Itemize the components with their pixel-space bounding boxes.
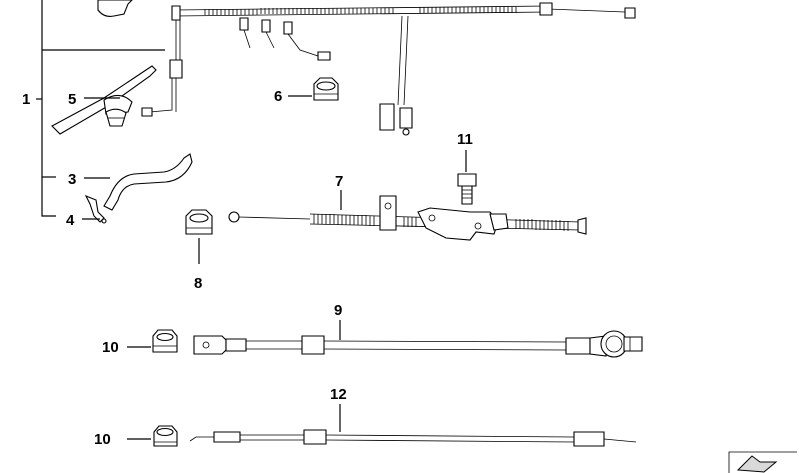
callout-10-lower: 10 <box>94 431 111 448</box>
hose-part <box>103 153 193 211</box>
item-1-tree <box>36 0 165 217</box>
nut-part-10-upper <box>152 329 178 353</box>
callout-3: 3 <box>68 171 76 188</box>
callout-9: 9 <box>334 302 342 319</box>
nut-part-6 <box>313 77 339 101</box>
callout-4: 4 <box>66 212 75 229</box>
nut-part-8 <box>185 209 213 235</box>
thin-cable <box>189 429 637 447</box>
nut-part-10-lower <box>153 425 178 447</box>
callout-7: 7 <box>335 173 343 190</box>
orientation-arrow-icon <box>728 451 797 473</box>
callout-10-upper: 10 <box>102 339 119 356</box>
callout-1: 1 <box>22 91 30 108</box>
callout-8: 8 <box>194 275 202 292</box>
callout-12: 12 <box>330 386 347 403</box>
callout-labels: 1 5 3 4 6 7 8 11 9 10 12 10 <box>22 88 473 448</box>
cable-with-bracket <box>228 195 587 241</box>
bolt-part <box>457 173 477 205</box>
leader-lines <box>82 95 467 440</box>
callout-5: 5 <box>68 91 76 108</box>
harness-corrugation <box>204 7 517 15</box>
battery-cable <box>193 330 643 358</box>
grommet-part <box>51 65 157 135</box>
callout-11: 11 <box>457 131 473 148</box>
callout-6: 6 <box>274 88 282 105</box>
wiring-harness <box>97 0 636 136</box>
cable-piece-part <box>84 194 107 224</box>
